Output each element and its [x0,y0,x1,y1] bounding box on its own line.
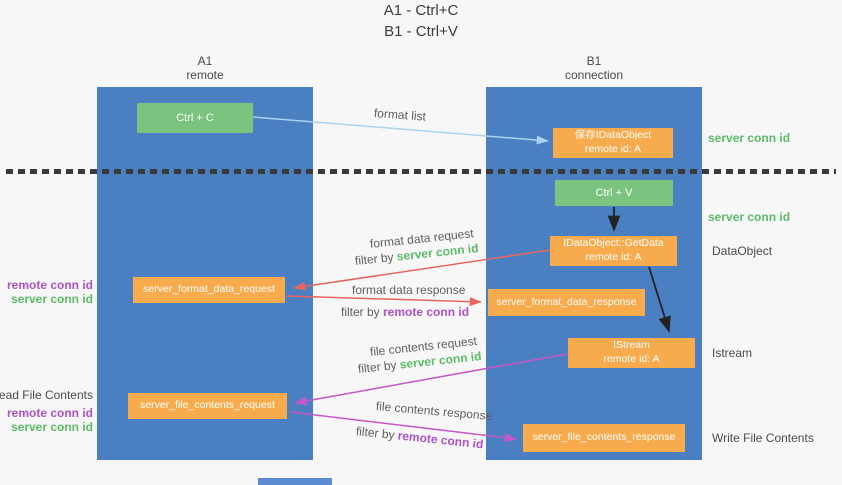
filter-by-remote-conn-id-label-1: filter by remote conn id [341,305,469,319]
node-istream: IStream remote id: A [568,338,695,368]
server-conn-id-annotation-1: server conn id [10,292,93,306]
ctrl-v-label: Ctrl + V [595,186,633,199]
remote-conn-id-annotation-1: remote conn id [6,278,93,292]
lane-header-b1: B1 connection [486,54,702,83]
istream-annotation: Istream [712,346,753,360]
server-file-contents-request-label: server_file_contents_request [140,399,275,412]
server-file-contents-response-label: server_file_contents_response [532,431,676,444]
format-data-response-label: format data response [352,283,466,297]
filter-by-text: filter by [354,249,398,268]
filter-by-text: filter by [357,357,401,376]
server-conn-id-annotation-top: server conn id [708,131,791,145]
lane-a1-title: A1 [197,54,213,68]
getdata-line2: remote id: A [585,251,642,263]
remote-conn-id-text: remote conn id [397,428,485,452]
filter-by-remote-conn-id-label-2: filter by remote conn id [355,424,484,451]
node-server-file-contents-response: server_file_contents_response [523,424,685,452]
write-file-contents-annotation: Write File Contents [712,431,814,445]
lane-b1-subtitle: connection [564,67,624,82]
save-idataobject-line1: 保存IDataObject [574,129,652,142]
server-format-data-request-label: server_format_data_request [143,283,275,296]
node-server-format-data-request: server_format_data_request [133,277,285,303]
read-file-contents-annotation: Read File Contents [0,388,93,402]
format-list-label: format list [373,106,427,124]
istream-line1: IStream [613,339,650,352]
remote-conn-id-text: remote conn id [383,305,470,319]
diagram-title: A1 - Ctrl+C B1 - Ctrl+V [0,0,842,42]
lane-header-a1: A1 remote [97,54,313,83]
node-server-format-data-response: server_format_data_response [488,289,645,316]
server-format-data-response-label: server_format_data_response [496,295,637,308]
horizontal-scrollbar-thumb[interactable] [258,478,332,485]
filter-by-text: filter by [355,424,399,443]
node-ctrl-c: Ctrl + C [137,103,253,133]
title-line-2: B1 - Ctrl+V [384,23,458,40]
file-contents-response-label: file contents response [375,399,493,424]
filter-by-text: filter by [341,305,384,319]
server-conn-id-annotation-mid: server conn id [708,210,791,224]
lane-a1-subtitle: remote [186,67,224,82]
node-server-file-contents-request: server_file_contents_request [128,393,287,419]
getdata-line1: IDataObject::GetData [563,237,664,250]
node-save-idataobject: 保存IDataObject remote id: A [553,128,673,158]
lane-b1-title: B1 [586,54,602,68]
ctrl-c-label: Ctrl + C [176,111,214,124]
istream-line2: remote id: A [603,353,660,365]
save-idataobject-line2: remote id: A [584,143,642,155]
remote-conn-id-annotation-2: remote conn id [6,406,93,420]
dataobject-annotation: DataObject [712,244,773,258]
phase-divider-dotted-line [6,169,836,174]
node-idataobject-getdata: IDataObject::GetData remote id: A [550,236,677,266]
server-conn-id-annotation-2: server conn id [10,420,93,434]
node-ctrl-v: Ctrl + V [555,180,673,206]
title-line-1: A1 - Ctrl+C [383,2,459,19]
